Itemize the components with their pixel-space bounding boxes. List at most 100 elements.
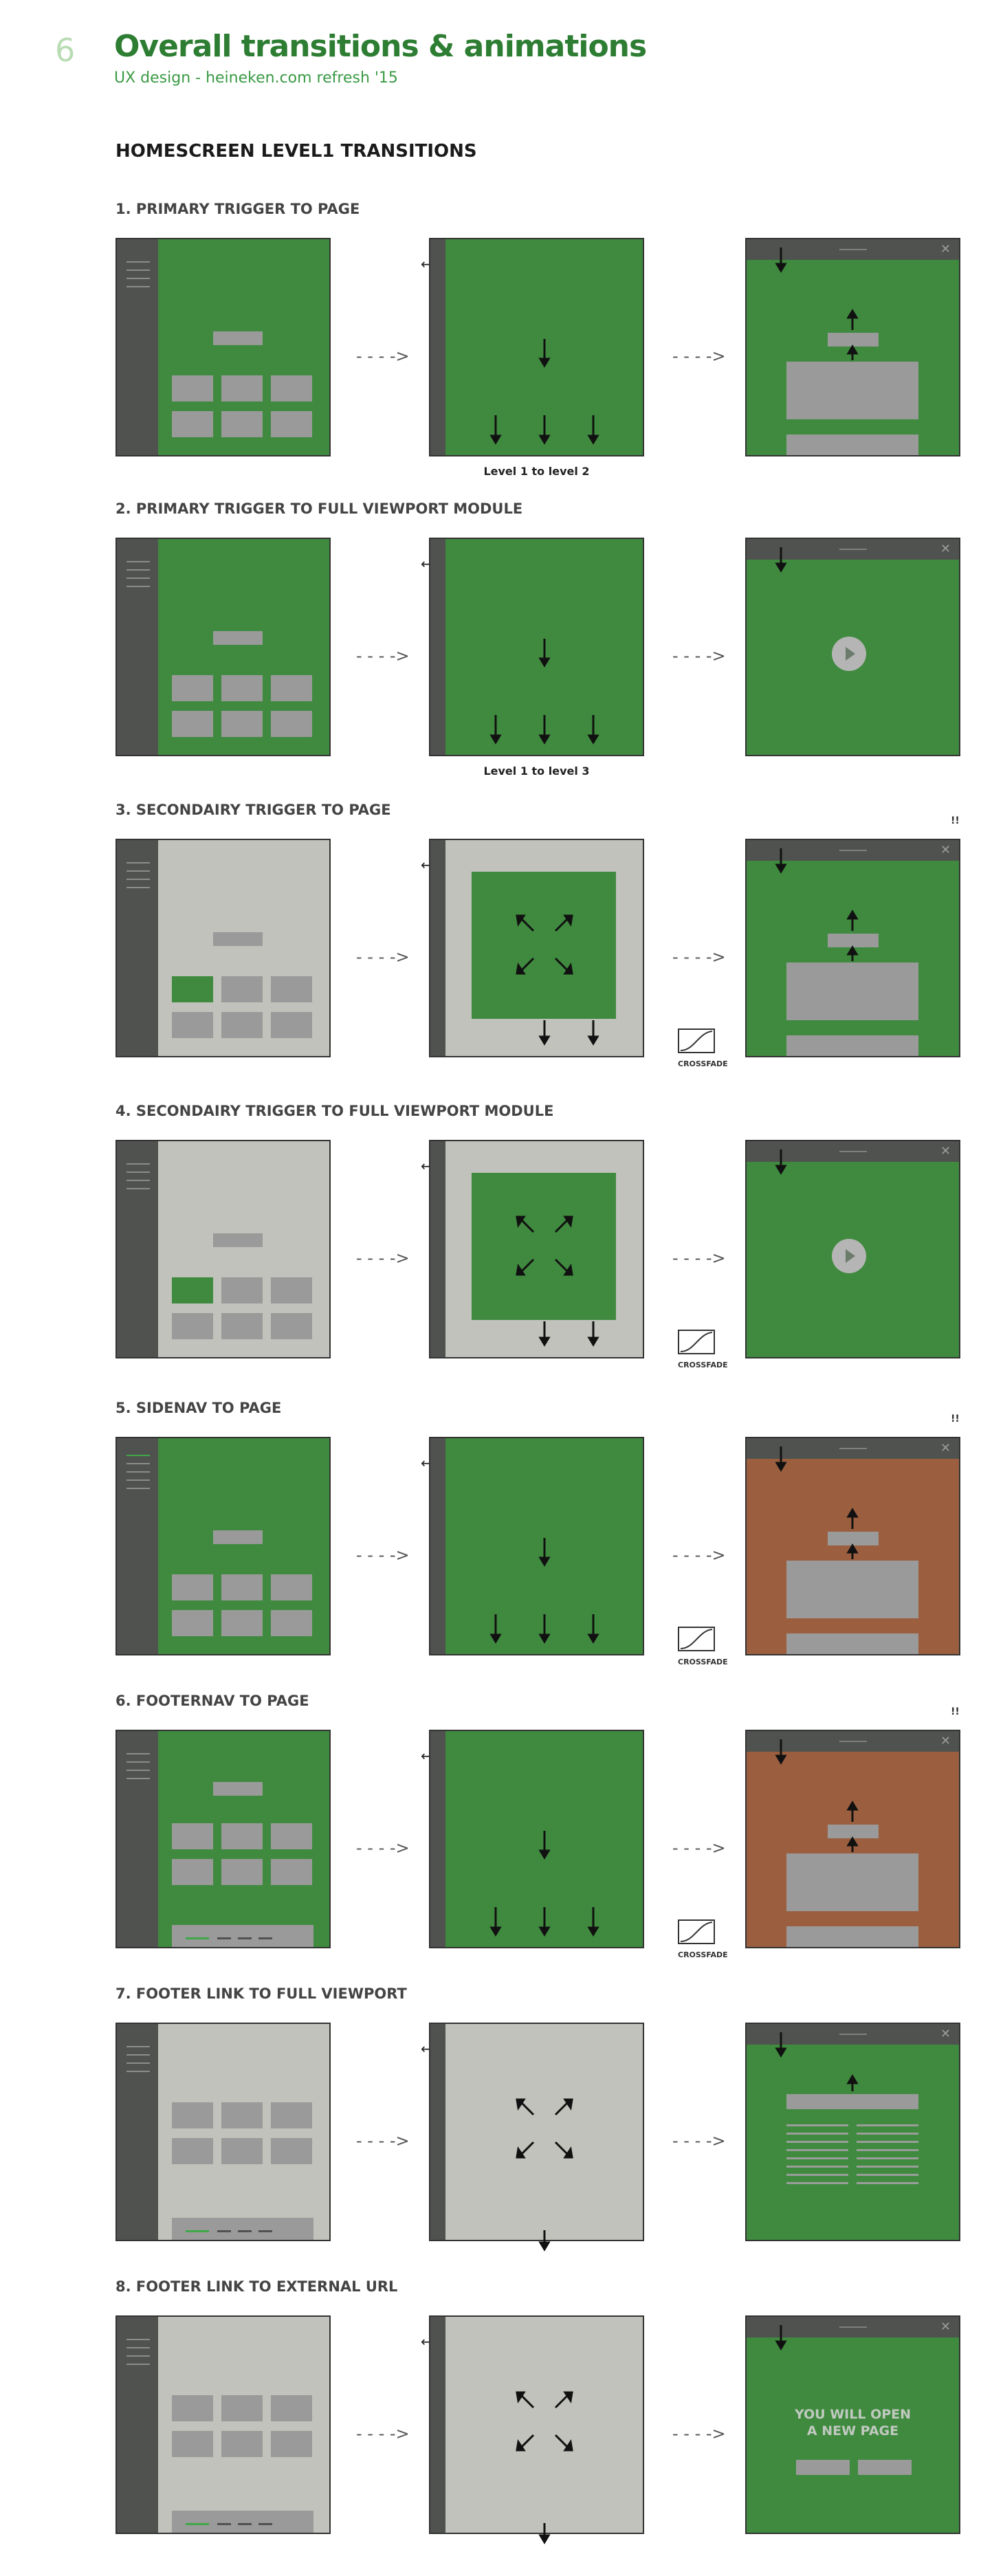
tile bbox=[271, 1012, 312, 1038]
sidenav bbox=[117, 840, 158, 1056]
section-6: 6. FOOTERNAV TO PAGE !! - - - -> ← CROSS… bbox=[0, 1693, 981, 1968]
trigger-block bbox=[213, 331, 263, 345]
transition-frame bbox=[429, 1437, 644, 1655]
note-mark: !! bbox=[951, 815, 960, 826]
tile bbox=[271, 2431, 312, 2457]
collapsed-nav bbox=[430, 1731, 445, 1947]
section-title: 8. FOOTER LINK TO EXTERNAL URL bbox=[115, 2278, 398, 2295]
result-page-frame: ✕ bbox=[745, 1437, 960, 1655]
transition-arrow: - - - -> bbox=[356, 346, 410, 366]
sidenav bbox=[117, 239, 158, 455]
trigger-block bbox=[213, 1530, 263, 1544]
background bbox=[445, 2024, 643, 2240]
section-title: 4. SECONDAIRY TRIGGER TO FULL VIEWPORT M… bbox=[115, 1103, 554, 1119]
module-content bbox=[747, 2024, 959, 2240]
transition-frame bbox=[429, 2315, 644, 2544]
ease-curve-icon bbox=[678, 1627, 715, 1651]
section-title: 3. SECONDAIRY TRIGGER TO PAGE bbox=[115, 802, 391, 818]
close-icon: ✕ bbox=[940, 1734, 951, 1748]
transition-arrow: - - - -> bbox=[356, 1545, 410, 1565]
tile bbox=[221, 375, 263, 401]
highlighted-tile bbox=[172, 1277, 213, 1303]
expanding-tile bbox=[472, 872, 616, 1019]
collapsed-nav bbox=[430, 2024, 445, 2240]
section-7: 7. FOOTER LINK TO FULL VIEWPORT - - - ->… bbox=[0, 1985, 981, 2260]
homescreen-frame bbox=[115, 1730, 331, 1948]
tile bbox=[221, 1012, 263, 1038]
tile bbox=[172, 2431, 213, 2457]
tile bbox=[221, 2138, 263, 2164]
section-5: 5. SIDENAV TO PAGE !! - - - -> ← CROSSFA… bbox=[0, 1400, 981, 1675]
tile bbox=[221, 411, 263, 437]
note-mark: !! bbox=[951, 1706, 960, 1717]
collapsed-nav bbox=[430, 539, 445, 755]
tile bbox=[271, 2395, 312, 2421]
tile bbox=[172, 1313, 213, 1339]
section-3: 3. SECONDAIRY TRIGGER TO PAGE !! - - - -… bbox=[0, 802, 981, 1077]
tile bbox=[221, 1610, 263, 1636]
close-icon: ✕ bbox=[940, 2320, 951, 2334]
home-content bbox=[158, 2317, 329, 2533]
tile bbox=[172, 1823, 213, 1849]
homescreen-frame bbox=[115, 839, 331, 1057]
tile bbox=[172, 711, 213, 737]
page-hero-block bbox=[786, 1853, 918, 1911]
tile bbox=[221, 976, 263, 1002]
close-icon: ✕ bbox=[940, 242, 951, 256]
section-title: 2. PRIMARY TRIGGER TO FULL VIEWPORT MODU… bbox=[115, 500, 523, 517]
tile bbox=[271, 711, 312, 737]
transition-frame bbox=[429, 538, 644, 756]
tile bbox=[271, 2102, 312, 2128]
tile bbox=[172, 1012, 213, 1038]
page-title-block bbox=[828, 934, 879, 947]
tile bbox=[271, 1859, 312, 1885]
external-url-frame: ✕ YOU WILL OPEN A NEW PAGE bbox=[745, 2315, 960, 2534]
tile bbox=[271, 976, 312, 1002]
result-page-frame: ✕ bbox=[745, 839, 960, 1057]
sidenav bbox=[117, 1731, 158, 1947]
tile bbox=[221, 711, 263, 737]
trigger-block bbox=[213, 1782, 263, 1796]
collapsed-nav bbox=[430, 2317, 445, 2533]
transition-arrow: - - - -> bbox=[356, 947, 410, 967]
tile bbox=[221, 675, 263, 701]
transition-arrow: - - - -> bbox=[672, 1248, 726, 1268]
transition-arrow: - - - -> bbox=[356, 2131, 410, 2150]
crossfade-curve: CROSSFADE bbox=[678, 1028, 728, 1068]
expand-arrows-icon bbox=[516, 1215, 599, 1347]
footer-nav bbox=[172, 2511, 313, 2533]
tile bbox=[172, 1574, 213, 1600]
background bbox=[445, 2317, 643, 2533]
motion-arrows-icon bbox=[775, 2325, 787, 2351]
tile bbox=[271, 411, 312, 437]
home-content bbox=[158, 2024, 329, 2240]
tile bbox=[172, 675, 213, 701]
full-viewport-frame: ✕ bbox=[745, 2023, 960, 2241]
page-hero-block bbox=[786, 362, 918, 419]
section-2: 2. PRIMARY TRIGGER TO FULL VIEWPORT MODU… bbox=[0, 500, 981, 778]
tile bbox=[271, 375, 312, 401]
section-title: 7. FOOTER LINK TO FULL VIEWPORT bbox=[115, 1985, 407, 2002]
crossfade-curve: CROSSFADE bbox=[678, 1627, 728, 1666]
page-subtitle: UX design - heineken.com refresh '15 bbox=[114, 69, 398, 87]
close-icon: ✕ bbox=[940, 542, 951, 556]
section-title: 5. SIDENAV TO PAGE bbox=[115, 1400, 282, 1416]
motion-arrows-icon bbox=[775, 247, 859, 360]
transition-frame bbox=[429, 1140, 644, 1358]
page-hero-block bbox=[786, 1561, 918, 1618]
module-content bbox=[747, 2317, 959, 2533]
transition-arrow: - - - -> bbox=[356, 646, 410, 665]
motion-arrows-icon bbox=[489, 339, 599, 445]
trigger-block bbox=[213, 932, 263, 946]
collapsed-nav bbox=[430, 239, 445, 455]
caption: Level 1 to level 2 bbox=[483, 465, 590, 478]
transition-frame bbox=[429, 839, 644, 1057]
homescreen-frame bbox=[115, 238, 331, 456]
caption: Level 1 to level 3 bbox=[483, 764, 590, 778]
motion-arrows-icon bbox=[489, 1831, 599, 1937]
tile bbox=[172, 2395, 213, 2421]
transition-arrow: - - - -> bbox=[672, 646, 726, 665]
page-body-block bbox=[786, 1926, 918, 1947]
collapsed-nav bbox=[430, 1141, 445, 1357]
tile bbox=[221, 1277, 263, 1303]
